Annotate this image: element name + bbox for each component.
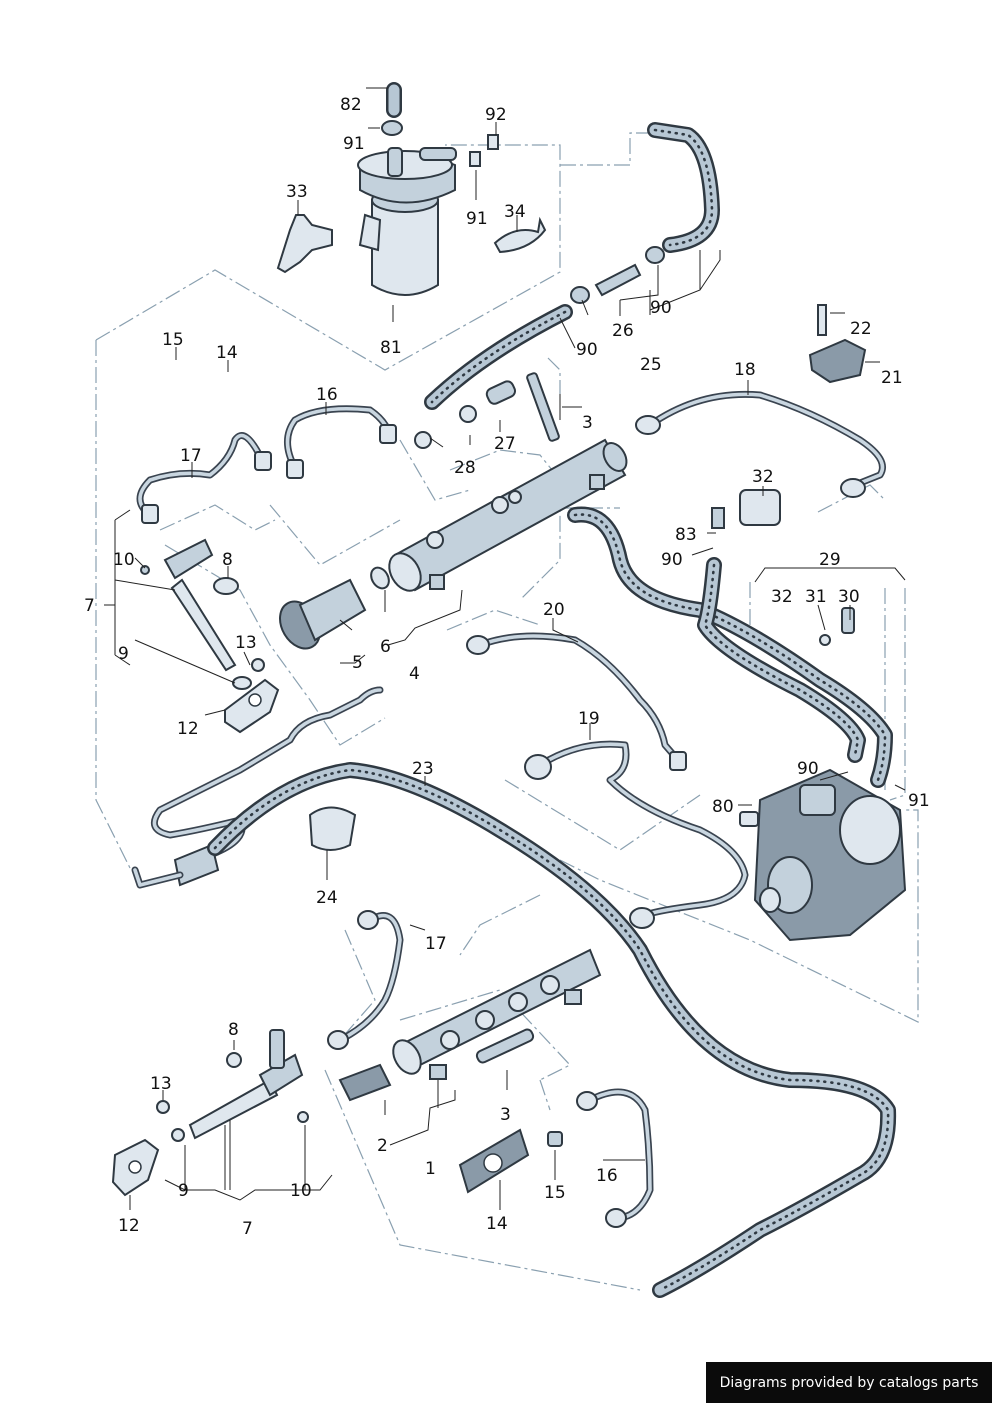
seal-plate-14-lower xyxy=(458,1128,563,1194)
label-90: 90 xyxy=(661,550,683,570)
label-9: 9 xyxy=(118,644,129,664)
label-9: 9 xyxy=(178,1181,189,1201)
label-30: 30 xyxy=(838,587,860,607)
label-3: 3 xyxy=(582,413,593,433)
label-8: 8 xyxy=(228,1020,239,1040)
fuel-rail-upper-4 xyxy=(388,438,628,592)
label-1: 1 xyxy=(425,1159,436,1179)
label-6: 6 xyxy=(380,637,391,657)
label-10: 10 xyxy=(113,550,135,570)
label-8: 8 xyxy=(222,550,233,570)
bracket-33 xyxy=(276,214,333,274)
label-20: 20 xyxy=(543,600,565,620)
label-14: 14 xyxy=(216,343,238,363)
label-91: 91 xyxy=(466,209,488,229)
label-3: 3 xyxy=(500,1105,511,1125)
label-7: 7 xyxy=(84,596,95,616)
label-18: 18 xyxy=(734,360,756,380)
label-5: 5 xyxy=(352,653,363,673)
label-80: 80 xyxy=(712,797,734,817)
label-15: 15 xyxy=(544,1183,566,1203)
pipe-18 xyxy=(635,390,886,498)
label-83: 83 xyxy=(675,525,697,545)
label-33: 33 xyxy=(286,182,308,202)
group-outlines xyxy=(95,132,919,1291)
fuel-rail-lower-1 xyxy=(338,948,602,1102)
injector-lower-7 xyxy=(111,1029,309,1197)
label-13: 13 xyxy=(235,633,257,653)
seal-plate-12-upper xyxy=(224,678,280,734)
label-19: 19 xyxy=(578,709,600,729)
sensor-21-22 xyxy=(808,304,867,384)
label-10: 10 xyxy=(290,1181,312,1201)
label-16: 16 xyxy=(596,1166,618,1186)
label-17: 17 xyxy=(425,934,447,954)
hose-to-rail-left xyxy=(424,304,573,410)
label-32: 32 xyxy=(752,467,774,487)
label-90: 90 xyxy=(650,298,672,318)
return-hose-23 xyxy=(207,762,897,1298)
leader-lines xyxy=(104,87,906,1210)
injector-pipes-upper xyxy=(136,405,397,524)
label-82: 82 xyxy=(340,95,362,115)
label-13: 13 xyxy=(150,1074,172,1094)
catalog-credit-banner: Diagrams provided by catalogs parts xyxy=(706,1362,992,1403)
label-91: 91 xyxy=(908,791,930,811)
label-25: 25 xyxy=(640,355,662,375)
hoses-to-pump xyxy=(567,489,893,788)
label-4: 4 xyxy=(409,664,420,684)
label-29: 29 xyxy=(819,550,841,570)
label-26: 26 xyxy=(612,321,634,341)
label-28: 28 xyxy=(454,458,476,478)
label-2: 2 xyxy=(377,1136,388,1156)
callout-labels: 82 91 92 91 33 34 81 15 14 16 17 10 8 7 … xyxy=(84,95,930,1239)
label-21: 21 xyxy=(881,368,903,388)
high-pressure-pump-80 xyxy=(739,768,907,942)
clamp-34 xyxy=(493,216,547,254)
label-22: 22 xyxy=(850,319,872,339)
return-hose-upper xyxy=(570,122,720,304)
label-16: 16 xyxy=(316,385,338,405)
label-7: 7 xyxy=(242,1219,253,1239)
label-92: 92 xyxy=(485,105,507,125)
label-81: 81 xyxy=(380,338,402,358)
label-32: 32 xyxy=(771,587,793,607)
label-17: 17 xyxy=(180,446,202,466)
label-90: 90 xyxy=(797,759,819,779)
small-parts-27-28-3 xyxy=(414,372,560,449)
pressure-regulator-6 xyxy=(279,566,390,650)
clamp-91-top xyxy=(381,120,403,136)
clip-92 xyxy=(469,134,499,167)
label-12: 12 xyxy=(118,1216,140,1236)
label-90: 90 xyxy=(576,340,598,360)
fuel-filter-81 xyxy=(357,147,457,296)
label-34: 34 xyxy=(504,202,526,222)
pipe-19 xyxy=(524,740,749,929)
label-23: 23 xyxy=(412,759,434,779)
label-12: 12 xyxy=(177,719,199,739)
label-15: 15 xyxy=(162,330,184,350)
pipe-16-lower xyxy=(576,1088,654,1228)
label-31: 31 xyxy=(805,587,827,607)
pipe-20 xyxy=(466,632,687,771)
pipe-17-lower xyxy=(327,910,404,1050)
label-24: 24 xyxy=(316,888,338,908)
label-91: 91 xyxy=(343,134,365,154)
label-14: 14 xyxy=(486,1214,508,1234)
injector-upper-7 xyxy=(140,538,265,690)
label-27: 27 xyxy=(494,434,516,454)
